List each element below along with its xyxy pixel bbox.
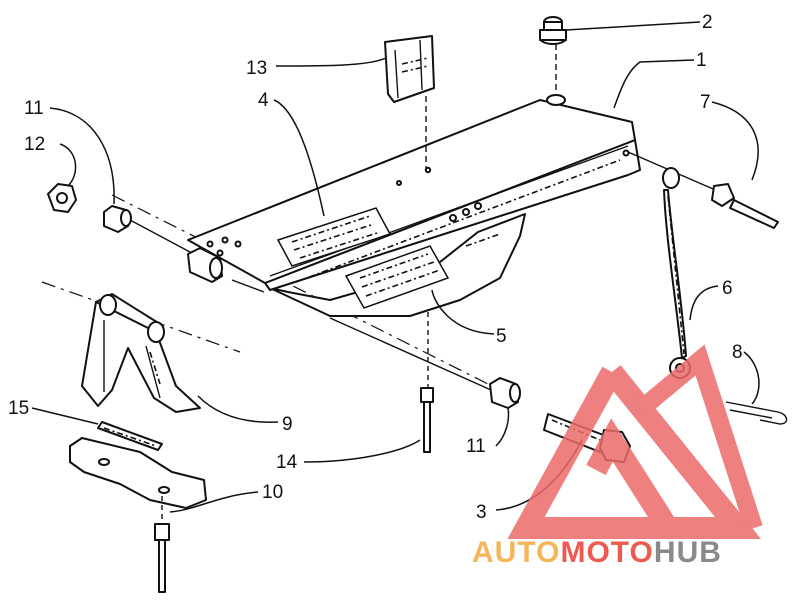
callout-3: 3 <box>476 502 487 523</box>
callout-15: 15 <box>8 398 29 419</box>
axis-line-left <box>41 281 241 353</box>
rivet-10 <box>154 496 170 593</box>
callout-7: 7 <box>700 92 711 113</box>
pin-7 <box>627 151 779 229</box>
watermark-brand-auto: AUTO <box>472 536 560 569</box>
watermark-brand-moto: MOTO <box>560 536 653 569</box>
callout-11-left: 11 <box>24 98 44 119</box>
watermark <box>507 344 763 539</box>
callout-14: 14 <box>276 452 298 473</box>
watermark-brand-hub: HUB <box>654 536 722 569</box>
callout-11-right: 11 <box>466 436 486 457</box>
axis-line-hitch <box>111 194 501 391</box>
axle-line <box>129 219 501 395</box>
decal-5 <box>344 245 450 309</box>
rivet-14 <box>420 312 434 453</box>
decal-4 <box>276 207 392 267</box>
bracket-9 <box>81 293 201 413</box>
mounting-plate <box>69 437 207 509</box>
callout-8: 8 <box>732 342 743 363</box>
strip-15 <box>97 421 163 451</box>
nut-2 <box>539 16 567 45</box>
callout-2: 2 <box>702 12 713 33</box>
clip-13 <box>384 35 435 103</box>
callout-10: 10 <box>262 482 283 503</box>
hairpin-8 <box>725 401 788 425</box>
callout-13: 13 <box>246 58 267 79</box>
svg-text:AUTOMOTOHUB: AUTOMOTOHUB <box>472 536 722 569</box>
callout-4: 4 <box>258 90 269 111</box>
lanyard-6 <box>662 167 691 379</box>
callout-5: 5 <box>496 326 507 347</box>
bushing-11-right <box>489 377 521 409</box>
callout-9: 9 <box>282 414 293 435</box>
nut-12 <box>47 183 77 213</box>
callout-1: 1 <box>696 50 707 71</box>
bushing-11-left <box>103 205 132 233</box>
callout-6: 6 <box>722 278 733 299</box>
bushing-inner <box>187 247 223 283</box>
callout-12: 12 <box>24 134 45 155</box>
watermark-triangle-logo <box>507 365 762 539</box>
